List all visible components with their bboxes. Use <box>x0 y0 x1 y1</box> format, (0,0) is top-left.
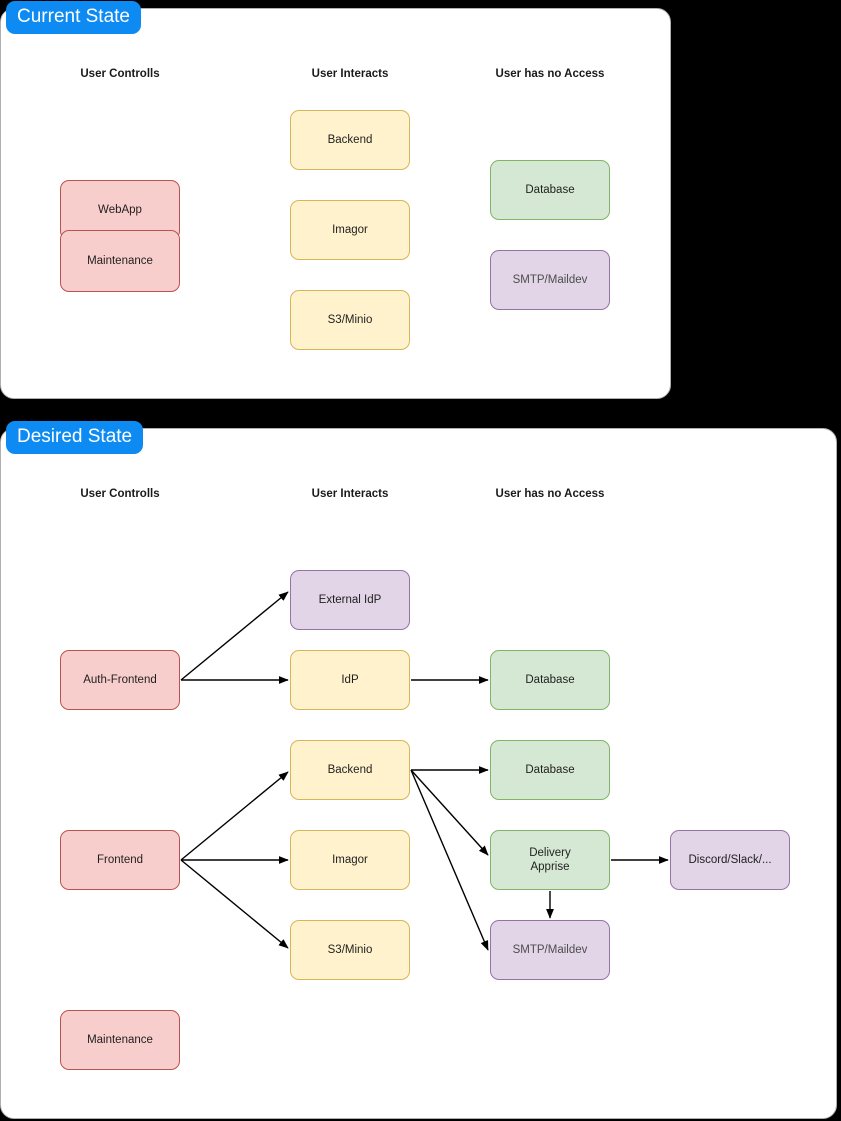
node-external-idp[interactable]: External IdP <box>290 570 410 630</box>
node-auth-frontend[interactable]: Auth-Frontend <box>60 650 180 710</box>
desired-state-title-badge: Desired State <box>6 421 144 454</box>
node-imagor-desired[interactable]: Imagor <box>290 830 410 890</box>
node-s3minio-current[interactable]: S3/Minio <box>290 290 410 350</box>
node-database-current[interactable]: Database <box>490 160 610 220</box>
current-header-user-controls: User Controlls <box>80 68 160 80</box>
node-imagor-current[interactable]: Imagor <box>290 200 410 260</box>
desired-header-user-interacts: User Interacts <box>311 488 389 500</box>
node-database-mid[interactable]: Database <box>490 740 610 800</box>
node-maintenance-current[interactable]: Maintenance <box>60 230 180 292</box>
desired-header-user-controls: User Controlls <box>80 488 160 500</box>
node-idp[interactable]: IdP <box>290 650 410 710</box>
desired-header-user-no-access: User has no Access <box>495 488 605 500</box>
node-smtp-maildev-current[interactable]: SMTP/Maildev <box>490 250 610 310</box>
node-backend-current[interactable]: Backend <box>290 110 410 170</box>
current-state-title-badge: Current State <box>6 1 141 34</box>
node-maintenance-desired[interactable]: Maintenance <box>60 1010 180 1070</box>
node-smtp-maildev-desired[interactable]: SMTP/Maildev <box>490 920 610 980</box>
node-backend-desired[interactable]: Backend <box>290 740 410 800</box>
node-frontend[interactable]: Frontend <box>60 830 180 890</box>
current-header-user-no-access: User has no Access <box>495 68 605 80</box>
current-header-user-interacts: User Interacts <box>311 68 389 80</box>
node-discord-slack[interactable]: Discord/Slack/... <box>670 830 790 890</box>
node-s3minio-desired[interactable]: S3/Minio <box>290 920 410 980</box>
node-database-top[interactable]: Database <box>490 650 610 710</box>
